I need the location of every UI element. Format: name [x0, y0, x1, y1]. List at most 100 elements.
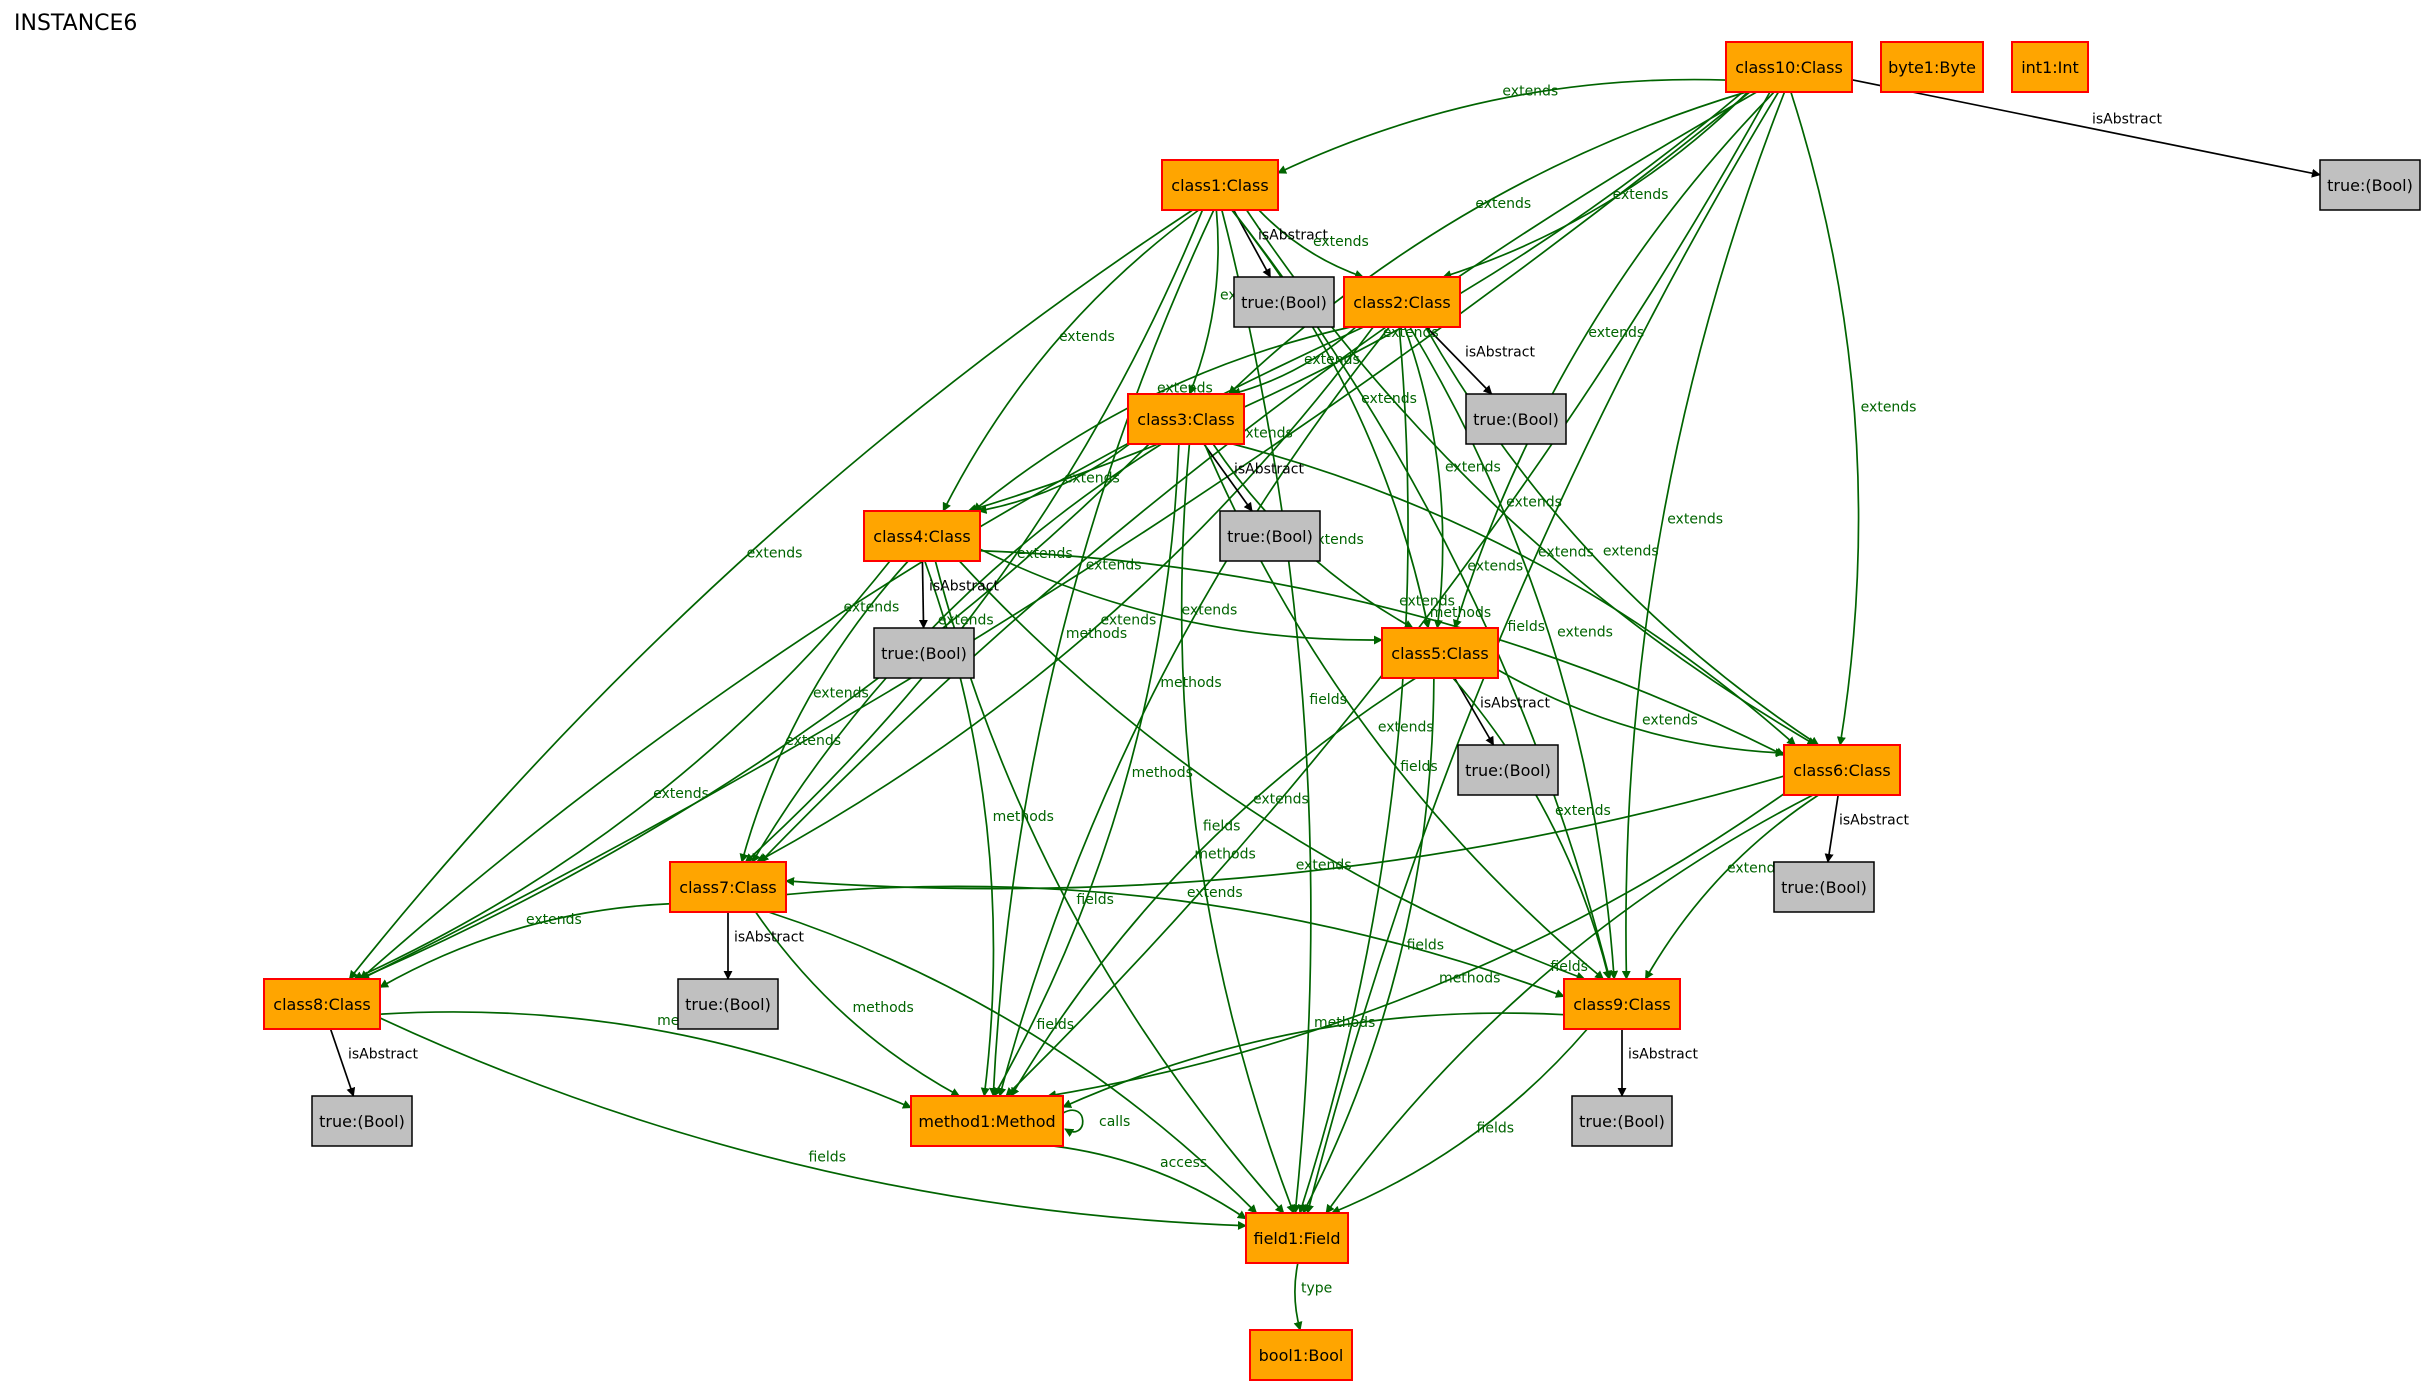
- edge-method1-method1: [1062, 1109, 1084, 1137]
- node-label: class10:Class: [1735, 58, 1843, 77]
- edge-label: isAbstract: [1839, 813, 1909, 829]
- node-box: [263, 978, 381, 1030]
- edge-line: [918, 560, 928, 629]
- edge-label: extends: [1187, 885, 1243, 901]
- edge-label: methods: [852, 1000, 913, 1016]
- node-method1: method1:Method: [910, 1095, 1064, 1147]
- edge-class2-field1: [1297, 326, 1409, 1214]
- node-label: class6:Class: [1793, 761, 1890, 780]
- diagram-title: INSTANCE6: [14, 11, 137, 36]
- edge-label: methods: [1439, 971, 1500, 987]
- edge-label: extends: [1237, 425, 1293, 441]
- node-b9: true:(Bool): [1571, 1095, 1673, 1147]
- edge-line: [1305, 91, 1780, 1214]
- edge-class10-class6: [1790, 91, 1860, 746]
- edge-label: extends: [843, 599, 899, 615]
- node-class1: class1:Class: [1161, 159, 1279, 211]
- edge-class5-field1: [1302, 677, 1435, 1214]
- edge-label: extends: [1445, 460, 1501, 476]
- node-label: class2:Class: [1353, 293, 1450, 312]
- node-label: true:(Bool): [2327, 176, 2413, 195]
- edge-line: [1851, 78, 2321, 178]
- node-label: int1:Int: [2021, 58, 2079, 77]
- edge-line: [979, 549, 1785, 757]
- edge-class9-field1: [1330, 1028, 1588, 1215]
- edge-line: [1232, 443, 1796, 746]
- node-label: true:(Bool): [1579, 1112, 1665, 1131]
- edge-label: fields: [1037, 1017, 1075, 1033]
- edge-label: extends: [1506, 494, 1562, 510]
- edge-label: isAbstract: [929, 579, 999, 595]
- edge-line: [1180, 443, 1295, 1214]
- edge-label: fields: [808, 1150, 846, 1166]
- edge-line: [1053, 1145, 1247, 1220]
- edge-line: [744, 209, 1204, 863]
- node-box: [669, 861, 787, 913]
- edge-label: methods: [1194, 847, 1255, 863]
- edge-line: [1621, 91, 1786, 980]
- node-class6: class6:Class: [1783, 744, 1901, 796]
- edge-class6-b6: [1824, 794, 1839, 863]
- edge-line: [1425, 326, 1493, 395]
- edge-line: [379, 1011, 912, 1109]
- edge-line: [1277, 78, 1727, 174]
- node-box: [1381, 627, 1499, 679]
- edge-label: extends: [1296, 857, 1352, 873]
- node-label: byte1:Byte: [1888, 58, 1976, 77]
- node-class10: class10:Class: [1725, 41, 1853, 93]
- edge-line: [785, 885, 1565, 998]
- node-label: true:(Bool): [881, 644, 967, 663]
- edge-line: [997, 326, 1390, 1097]
- edge-label: extends: [747, 545, 803, 561]
- node-box: [2011, 41, 2089, 93]
- node-b4: true:(Bool): [873, 627, 975, 679]
- edge-class1-class8: [348, 209, 1194, 980]
- edge-label: extends: [1308, 532, 1364, 548]
- node-class9: class9:Class: [1563, 978, 1681, 1030]
- node-byte1: byte1:Byte: [1880, 41, 1984, 93]
- edge-label: extends: [1557, 625, 1613, 641]
- node-bool1: bool1:Bool: [1249, 1329, 1353, 1381]
- node-b6: true:(Bool): [1773, 861, 1875, 913]
- edge-label: access: [1160, 1155, 1207, 1171]
- edge-line: [977, 443, 1131, 514]
- node-b1: true:(Bool): [1233, 276, 1335, 328]
- edge-line: [739, 560, 909, 863]
- node-class4: class4:Class: [863, 510, 981, 562]
- edge-class5-class9: [1452, 677, 1612, 980]
- node-box: [1465, 393, 1567, 445]
- edge-label: type: [1301, 1281, 1332, 1297]
- edge-line: [958, 560, 1586, 981]
- edge-line: [360, 91, 1751, 980]
- edge-label: extends: [1383, 325, 1439, 341]
- edge-class10-class2: [1442, 91, 1749, 279]
- node-b10: true:(Bool): [2319, 159, 2421, 211]
- edge-label: extends: [1253, 791, 1309, 807]
- edge-class2-class3: [1231, 326, 1357, 397]
- edge-label: extends: [1642, 713, 1698, 729]
- edge-label: methods: [1314, 1015, 1375, 1031]
- edge-label: fields: [1203, 819, 1241, 835]
- node-label: true:(Bool): [1241, 293, 1327, 312]
- edge-class2-b2: [1425, 326, 1493, 395]
- edge-line: [1062, 1109, 1084, 1137]
- node-box: [1783, 744, 1901, 796]
- edge-label: fields: [1508, 619, 1546, 635]
- edge-class6-field1: [1325, 794, 1814, 1214]
- node-box: [1219, 510, 1321, 562]
- node-box: [1457, 744, 1559, 796]
- edge-line: [358, 443, 1150, 980]
- node-label: field1:Field: [1253, 1229, 1340, 1248]
- node-label: class9:Class: [1573, 995, 1670, 1014]
- edge-line: [1062, 1012, 1565, 1108]
- edge-class3-class8: [358, 443, 1150, 980]
- node-box: [910, 1095, 1064, 1147]
- edge-class5-class6: [1497, 669, 1785, 758]
- edge-label: extends: [1157, 380, 1213, 396]
- edge-class7-class9: [785, 885, 1565, 998]
- node-class5: class5:Class: [1381, 627, 1499, 679]
- edges-layer: [329, 78, 2321, 1331]
- node-box: [1563, 978, 1681, 1030]
- node-field1: field1:Field: [1245, 1212, 1349, 1264]
- edge-line: [989, 209, 1215, 1097]
